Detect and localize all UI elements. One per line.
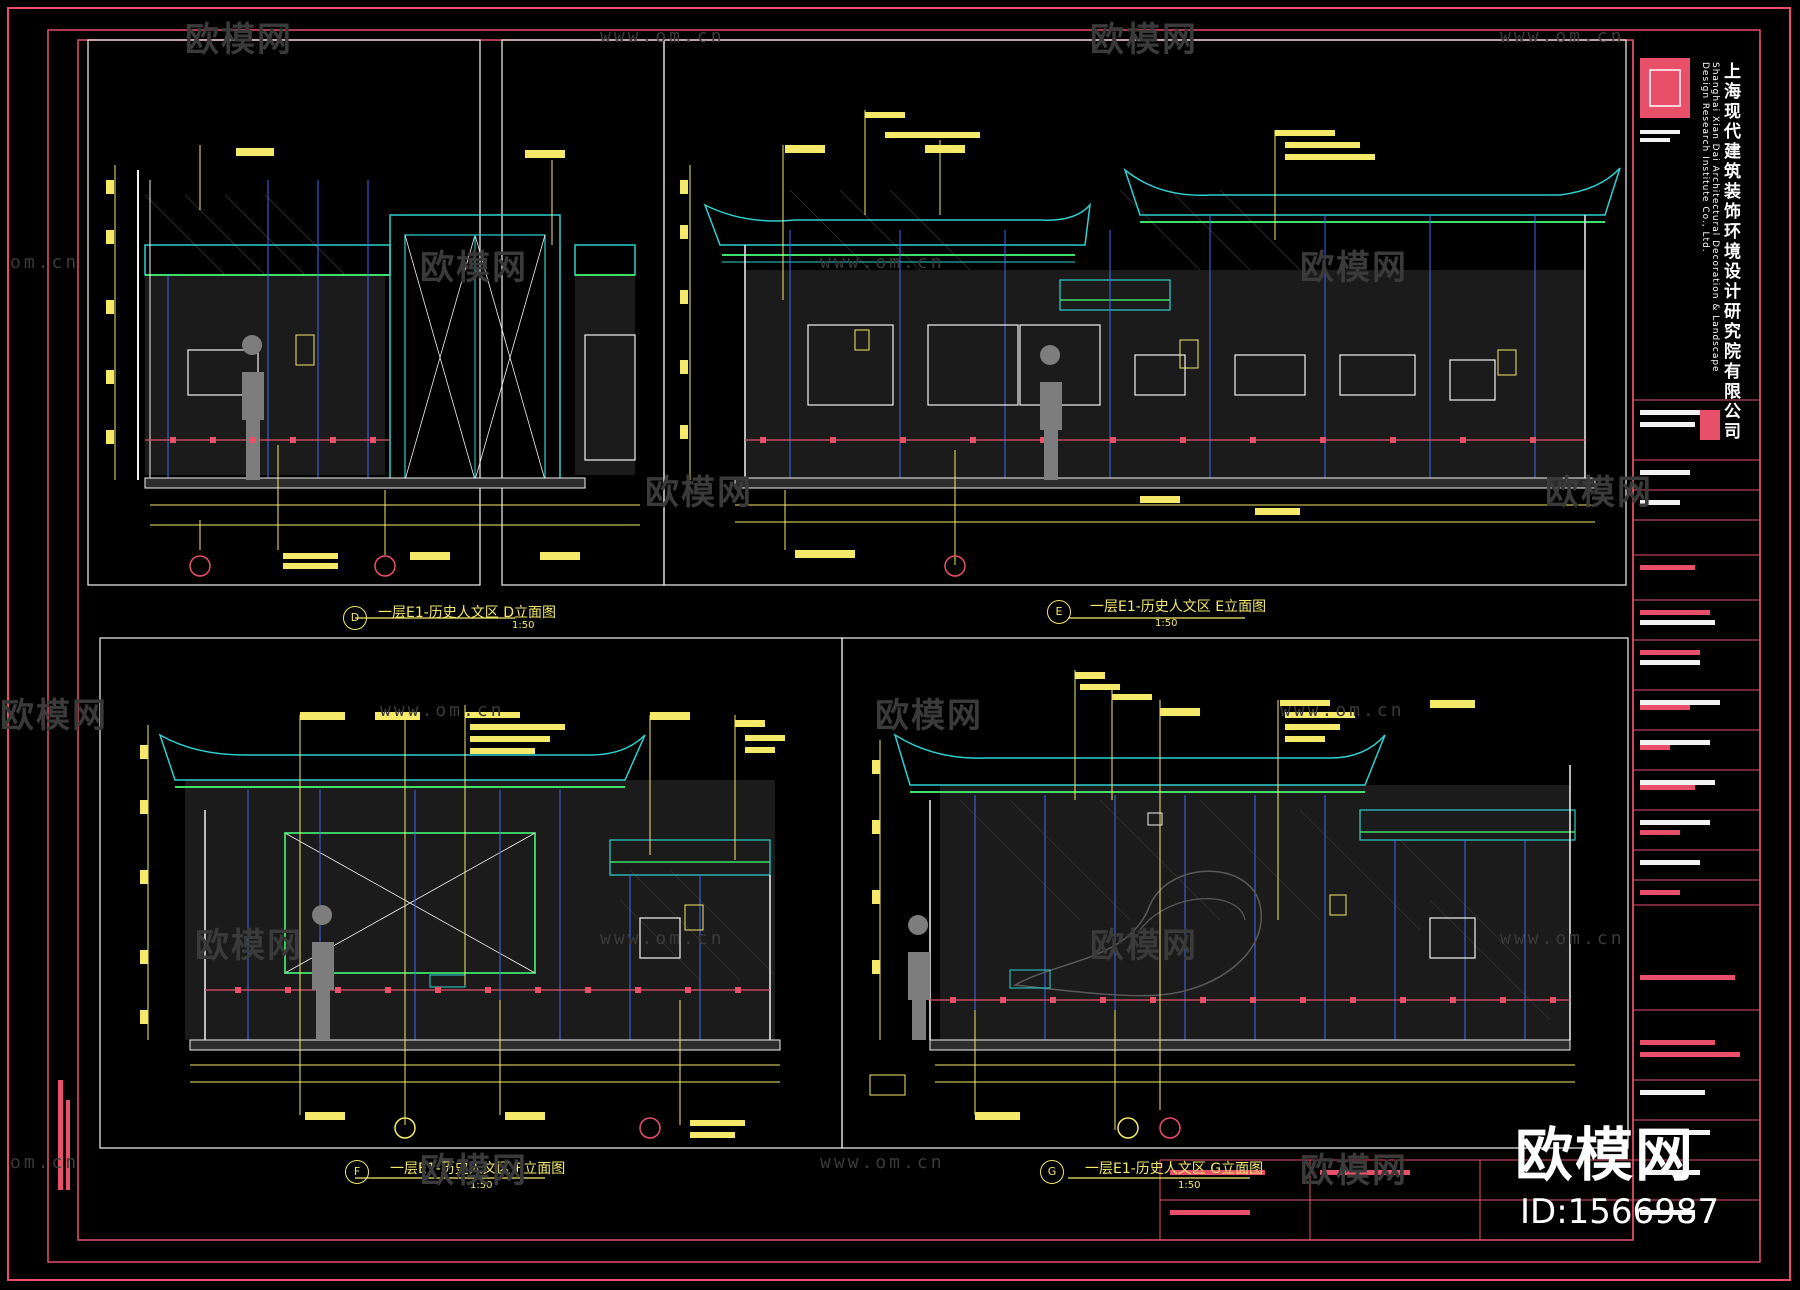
watermark-url: www.om.cn [1500, 928, 1625, 949]
elevation-e [680, 110, 1621, 577]
watermark-brand: 欧模网 [1300, 248, 1408, 288]
viewport-frames [87, 39, 1629, 1149]
view-d-marker: D [343, 606, 367, 630]
sheet-border [7, 7, 1791, 1281]
margin-stamp [58, 1080, 70, 1190]
view-g-scale: 1:50 [1178, 1180, 1201, 1191]
view-e-title: 一层E1-历史人文区 E立面图 [1090, 599, 1267, 615]
watermark-url: www.om.cn [820, 252, 945, 273]
view-f-title: 一层E1-历史人文区 F立面图 [390, 1161, 566, 1177]
view-f-scale: 1:50 [470, 1180, 493, 1191]
brand-logo-text: 欧模网 [1515, 1121, 1696, 1189]
view-d-title: 一层E1-历史人文区 D立面图 [378, 605, 557, 621]
brand-id-label: ID:1566987 [1520, 1192, 1720, 1232]
view-d-scale: 1:50 [512, 620, 535, 631]
watermark-brand: 欧模网 [645, 473, 753, 513]
elevation-g [869, 670, 1576, 1139]
company-name-en: Shanghai Xian Dai Architectural Decorati… [1700, 62, 1720, 373]
watermark-brand: 欧模网 [1090, 20, 1198, 60]
view-g-title: 一层E1-历史人文区 G立面图 [1085, 1161, 1264, 1177]
view-e-marker: E [1047, 600, 1071, 624]
watermark-url: www.om.cn [600, 26, 725, 47]
watermark-brand: 欧模网 [195, 926, 303, 966]
company-name-cn: 上海现代建筑装饰环境设计研究院有限公司 [1720, 62, 1740, 442]
watermark-brand: 欧模网 [0, 696, 108, 736]
watermark-brand: 欧模网 [1090, 926, 1198, 966]
elevation-f [140, 705, 785, 1139]
watermark-url: om.cn [10, 1152, 80, 1173]
watermark-brand: 欧模网 [1300, 1151, 1408, 1191]
watermark-brand: 欧模网 [185, 20, 293, 60]
watermark-url: www.om.cn [1280, 700, 1405, 721]
watermark-brand: 欧模网 [875, 696, 983, 736]
view-g-marker: G [1040, 1160, 1064, 1184]
watermark-brand: 欧模网 [420, 1151, 528, 1191]
elevation-d [106, 145, 640, 577]
watermark-url: om.cn [10, 252, 80, 273]
view-title-underlines [355, 617, 1250, 1179]
view-e-scale: 1:50 [1155, 618, 1178, 629]
watermark-url: www.om.cn [1500, 26, 1625, 47]
watermark-url: www.om.cn [600, 928, 725, 949]
watermark-brand: 欧模网 [1545, 473, 1653, 513]
watermark-url: www.om.cn [380, 700, 505, 721]
watermark-url: www.om.cn [820, 1152, 945, 1173]
title-block-logo [1640, 58, 1690, 118]
watermark-brand: 欧模网 [420, 248, 528, 288]
view-f-marker: F [345, 1160, 369, 1184]
